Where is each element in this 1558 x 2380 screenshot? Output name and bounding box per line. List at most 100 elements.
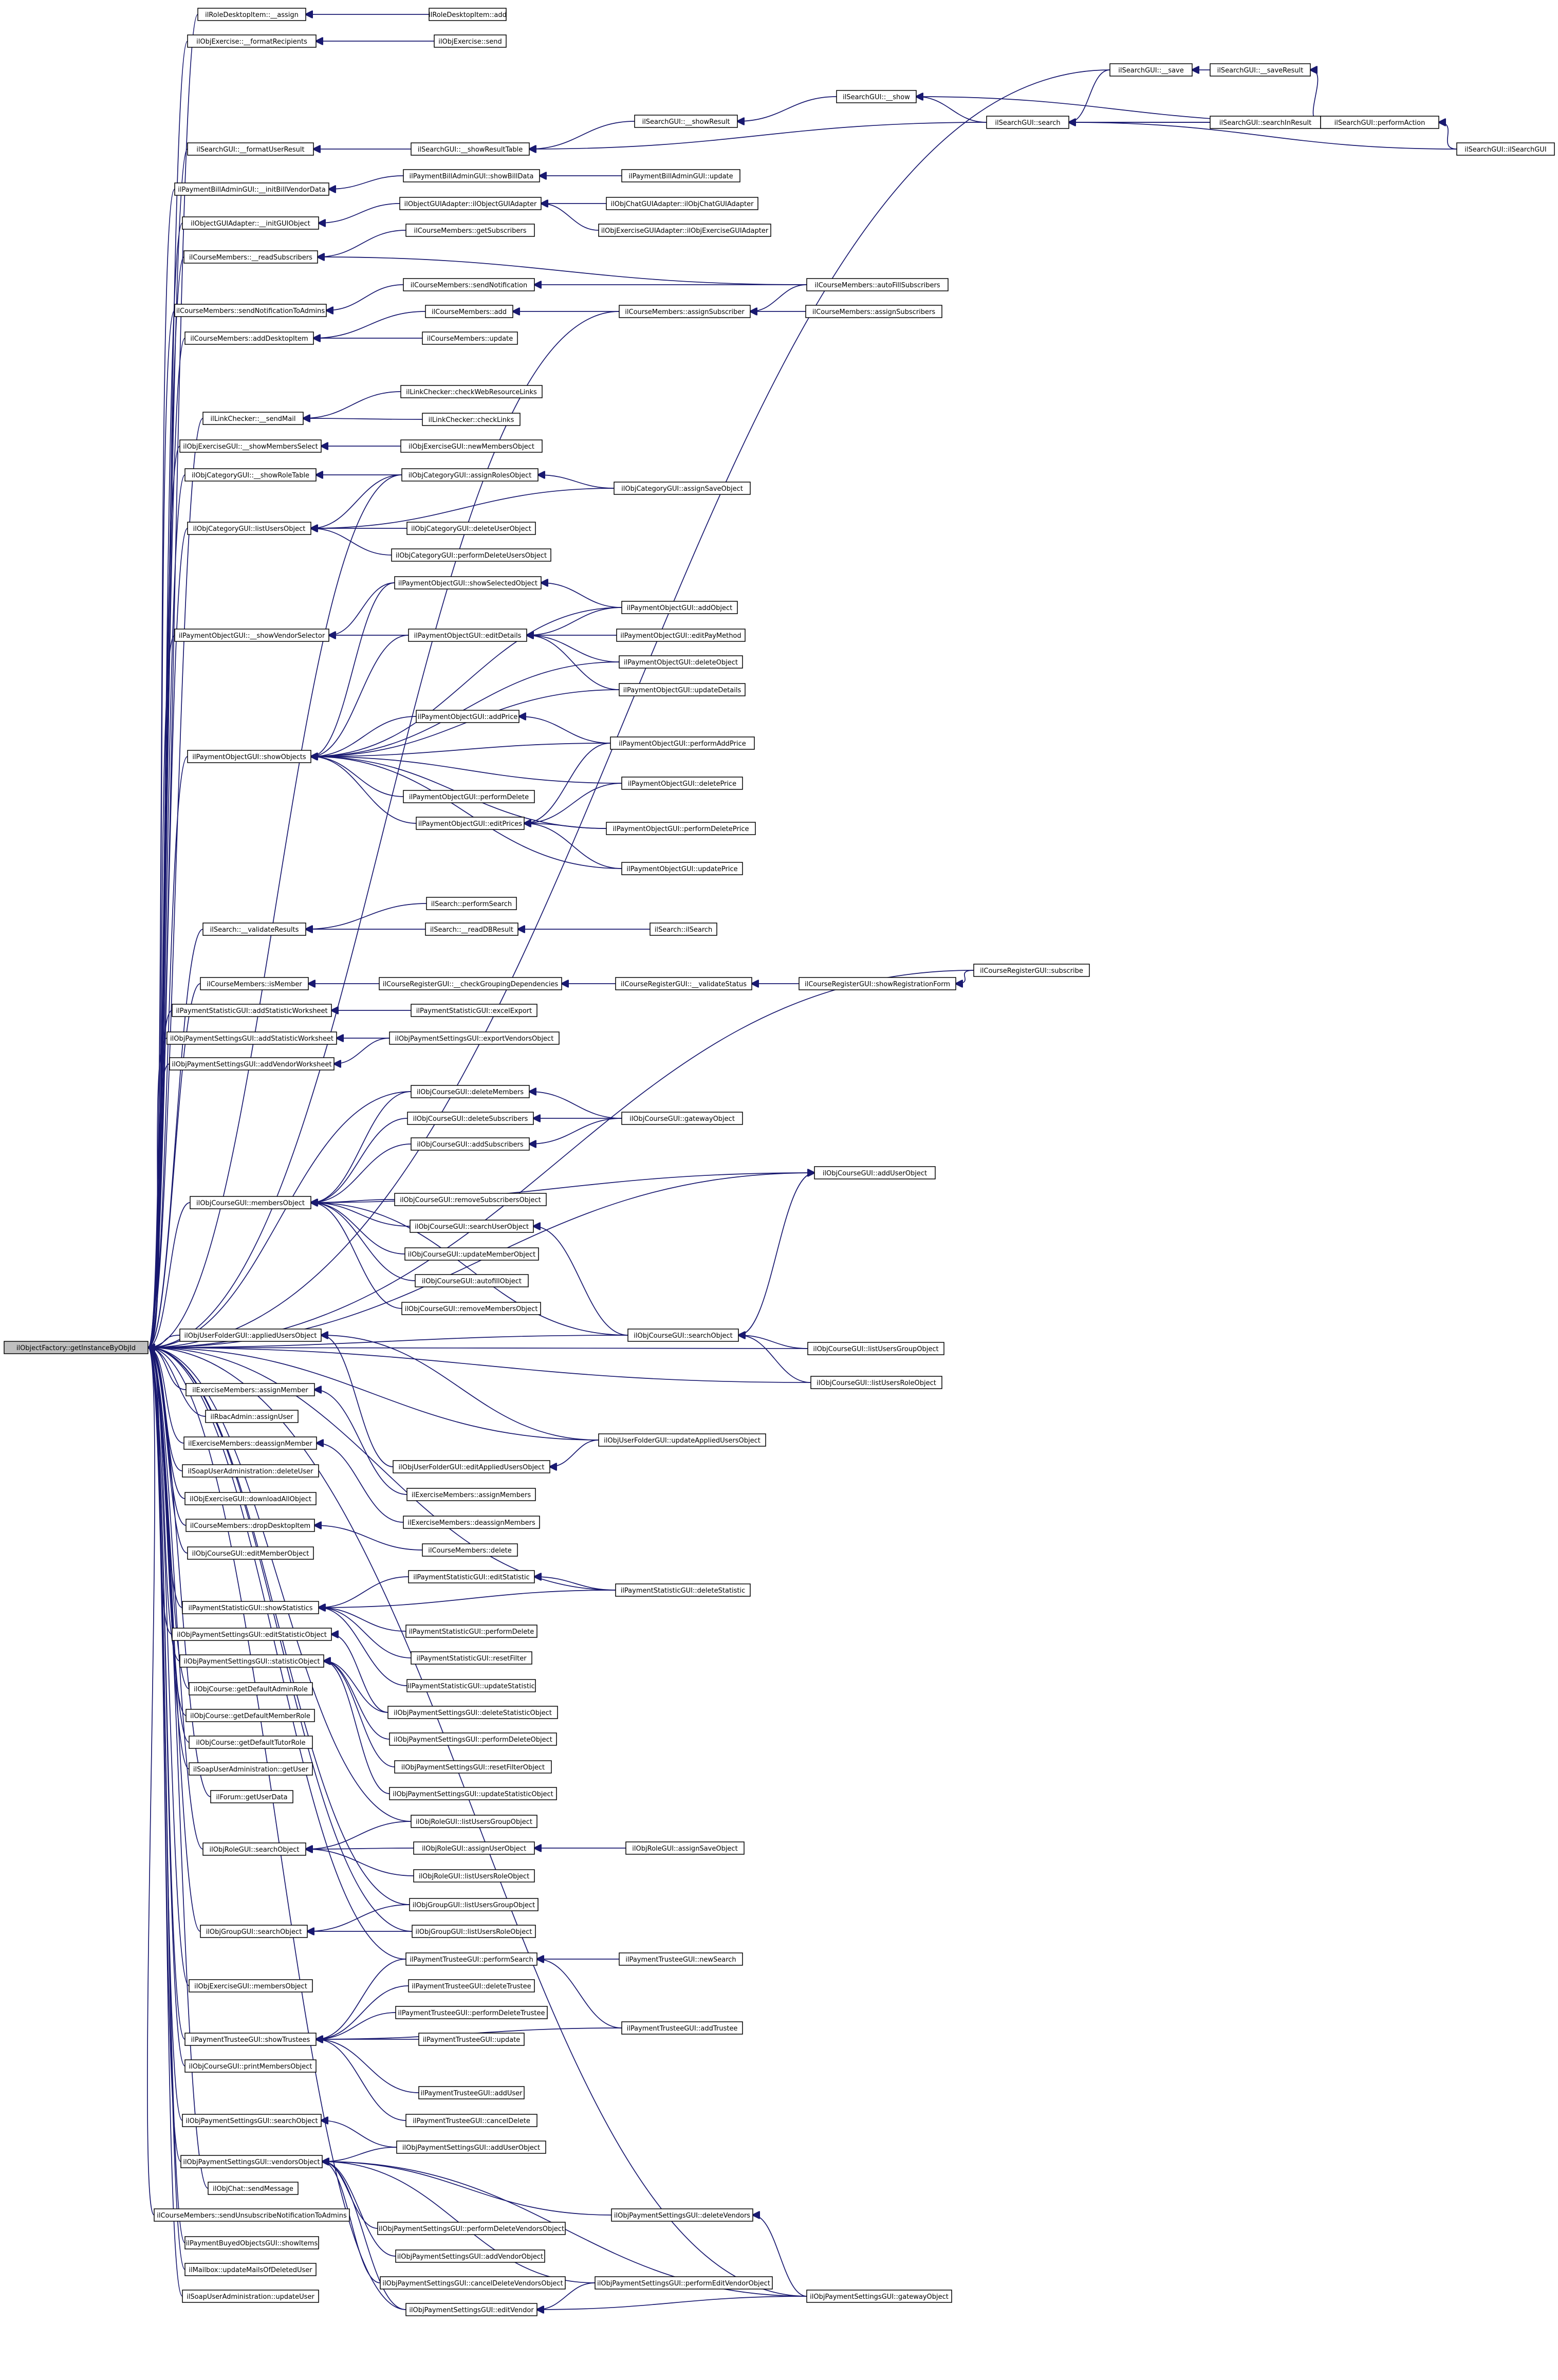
node-ilobjpaymentsettingsgui-performdeleteobject[interactable]: ilObjPaymentSettingsGUI::performDeleteOb… bbox=[389, 1732, 557, 1746]
node-ilsoapuseradministration-deleteuser[interactable]: ilSoapUserAdministration::deleteUser bbox=[182, 1464, 319, 1478]
node-ilpaymentbilladmingui-initbillvendordata[interactable]: ilPaymentBillAdminGUI::__initBillVendorD… bbox=[174, 182, 329, 196]
node-ilobjcoursegui-editmemberobject[interactable]: ilObjCourseGUI::editMemberObject bbox=[187, 1546, 314, 1560]
node-ilobjexercise-formatrecipients[interactable]: ilObjExercise::__formatRecipients bbox=[187, 34, 317, 48]
node-ilobjcoursegui-autofillobject[interactable]: ilObjCourseGUI::autofillObject bbox=[415, 1274, 529, 1287]
node-ilobjcourse-getdefaultmemberrole[interactable]: ilObjCourse::getDefaultMemberRole bbox=[186, 1709, 315, 1722]
node-ilroledesktopitem-add[interactable]: ilRoleDesktopItem::add bbox=[429, 8, 507, 21]
node-ilobjchat-sendmessage[interactable]: ilObjChat::sendMessage bbox=[208, 2182, 299, 2195]
node-ilpaymentobjectgui-addobject[interactable]: ilPaymentObjectGUI::addObject bbox=[621, 601, 738, 614]
node-ilobjpaymentsettingsgui-gatewayobject[interactable]: ilObjPaymentSettingsGUI::gatewayObject bbox=[806, 2290, 952, 2303]
node-ilobjpaymentsettingsgui-editvendor[interactable]: ilObjPaymentSettingsGUI::editVendor bbox=[405, 2303, 537, 2316]
node-ilcoursemembers-adddesktopitem[interactable]: ilCourseMembers::addDesktopItem bbox=[184, 331, 314, 345]
node-ilsearch-validateresults[interactable]: ilSearch::__validateResults bbox=[202, 923, 306, 936]
node-ilpaymentobjectgui-updateprice[interactable]: ilPaymentObjectGUI::updatePrice bbox=[621, 862, 743, 875]
node-ilobjcoursegui-membersobject[interactable]: ilObjCourseGUI::membersObject bbox=[190, 1196, 311, 1209]
node-ilobjrolegui-listusersgroupobject[interactable]: ilObjRoleGUI::listUsersGroupObject bbox=[411, 1815, 537, 1828]
node-ilobjcoursegui-listusersroleobject[interactable]: ilObjCourseGUI::listUsersRoleObject bbox=[810, 1376, 942, 1389]
node-ilobjectguiadapter-ilobjectguiadapter[interactable]: ilObjectGUIAdapter::ilObjectGUIAdapter bbox=[399, 197, 542, 210]
node-ilobjpaymentsettingsgui-addvendorworksheet[interactable]: ilObjPaymentSettingsGUI::addVendorWorksh… bbox=[169, 1057, 335, 1071]
node-ilobjpaymentsettingsgui-canceldeletevendorsobject[interactable]: ilObjPaymentSettingsGUI::cancelDeleteVen… bbox=[380, 2276, 566, 2290]
node-ilsearch-ilsearch[interactable]: ilSearch::ilSearch bbox=[650, 923, 717, 936]
node-ilobjexercisegui-downloadallobject[interactable]: ilObjExerciseGUI::downloadAllObject bbox=[184, 1492, 317, 1505]
node-ilcourseregistergui-showregistrationform[interactable]: ilCourseRegisterGUI::showRegistrationFor… bbox=[799, 977, 956, 990]
node-ilsearchgui-search[interactable]: ilSearchGUI::search bbox=[986, 116, 1069, 129]
node-ilobjpaymentsettingsgui-addvendorobject[interactable]: ilObjPaymentSettingsGUI::addVendorObject bbox=[395, 2249, 545, 2263]
node-ilsearchgui-showresult[interactable]: ilSearchGUI::__showResult bbox=[634, 115, 738, 128]
node-ilobjpaymentsettingsgui-editstatisticobject[interactable]: ilObjPaymentSettingsGUI::editStatisticOb… bbox=[172, 1628, 332, 1641]
node-ilpaymentstatisticgui-editstatistic[interactable]: ilPaymentStatisticGUI::editStatistic bbox=[408, 1570, 535, 1583]
node-ilobjcategorygui-deleteuserobject[interactable]: ilObjCategoryGUI::deleteUserObject bbox=[406, 522, 536, 535]
node-ilobjuserfoldergui-updateappliedusersobject[interactable]: ilObjUserFolderGUI::updateAppliedUsersOb… bbox=[598, 1433, 766, 1447]
node-ilexercisemembers-deassignmember[interactable]: ilExerciseMembers::deassignMember bbox=[183, 1436, 317, 1450]
node-ilobjpaymentsettingsgui-exportvendorsobject[interactable]: ilObjPaymentSettingsGUI::exportVendorsOb… bbox=[389, 1031, 560, 1045]
node-ilsearchgui-formatuserresult[interactable]: ilSearchGUI::__formatUserResult bbox=[187, 142, 314, 156]
node-ilpaymentstatisticgui-showstatistics[interactable]: ilPaymentStatisticGUI::showStatistics bbox=[182, 1601, 319, 1614]
node-ilobjcoursegui-searchuserobject[interactable]: ilObjCourseGUI::searchUserObject bbox=[410, 1220, 534, 1233]
node-ilpaymentobjectgui-editprices[interactable]: ilPaymentObjectGUI::editPrices bbox=[416, 817, 525, 830]
node-ilpaymentobjectgui-showselectedobject[interactable]: ilPaymentObjectGUI::showSelectedObject bbox=[394, 576, 542, 589]
node-ilexercisemembers-assignmember[interactable]: ilExerciseMembers::assignMember bbox=[186, 1383, 315, 1396]
root-node[interactable]: ilObjectFactory::getInstanceByObjId bbox=[4, 1341, 149, 1354]
node-ilpaymentobjectgui-updatedetails[interactable]: ilPaymentObjectGUI::updateDetails bbox=[619, 683, 746, 696]
node-ilobjcoursegui-searchobject[interactable]: ilObjCourseGUI::searchObject bbox=[627, 1329, 739, 1342]
node-ilrbacadmin-assignuser[interactable]: ilRbacAdmin::assignUser bbox=[205, 1410, 299, 1423]
node-ilpaymentstatisticgui-resetfilter[interactable]: ilPaymentStatisticGUI::resetFilter bbox=[411, 1651, 532, 1665]
node-ilcourseregistergui-validatestatus[interactable]: ilCourseRegisterGUI::__validateStatus bbox=[615, 977, 752, 990]
node-ilobjrolegui-assignsaveobject[interactable]: ilObjRoleGUI::assignSaveObject bbox=[625, 1841, 745, 1855]
node-ilpaymentobjectgui-editpaymethod[interactable]: ilPaymentObjectGUI::editPayMethod bbox=[616, 629, 746, 642]
node-ilcourseregistergui-checkgroupingdependencies[interactable]: ilCourseRegisterGUI::__checkGroupingDepe… bbox=[379, 977, 562, 990]
node-ilexercisemembers-assignmembers[interactable]: ilExerciseMembers::assignMembers bbox=[406, 1488, 536, 1501]
node-ilobjpaymentsettingsgui-vendorsobject[interactable]: ilObjPaymentSettingsGUI::vendorsObject bbox=[180, 2155, 323, 2168]
node-ilobjpaymentsettingsgui-resetfilterobject[interactable]: ilObjPaymentSettingsGUI::resetFilterObje… bbox=[394, 1760, 552, 1774]
node-ilobjcategorygui-assignrolesobject[interactable]: ilObjCategoryGUI::assignRolesObject bbox=[401, 468, 539, 482]
node-ilpaymentstatisticgui-addstatisticworksheet[interactable]: ilPaymentStatisticGUI::addStatisticWorks… bbox=[172, 1004, 332, 1017]
node-ilpaymentobjectgui-addprice[interactable]: ilPaymentObjectGUI::addPrice bbox=[416, 710, 520, 723]
node-ilobjcoursegui-gatewayobject[interactable]: ilObjCourseGUI::gatewayObject bbox=[621, 1112, 743, 1125]
node-illinkchecker-sendmail[interactable]: ilLinkChecker::__sendMail bbox=[202, 412, 304, 425]
node-ilobjcourse-getdefaultadminrole[interactable]: ilObjCourse::getDefaultAdminRole bbox=[189, 1682, 313, 1695]
node-ilpaymentbilladmingui-showbilldata[interactable]: ilPaymentBillAdminGUI::showBillData bbox=[403, 169, 540, 182]
node-ilforum-getuserdata[interactable]: ilForum::getUserData bbox=[210, 1790, 293, 1803]
node-ilpaymentobjectgui-performdelete[interactable]: ilPaymentObjectGUI::performDelete bbox=[403, 790, 535, 803]
node-ilobjcoursegui-adduserobject[interactable]: ilObjCourseGUI::addUserObject bbox=[814, 1166, 936, 1179]
node-ilobjuserfoldergui-appliedusersobject[interactable]: ilObjUserFolderGUI::appliedUsersObject bbox=[179, 1329, 322, 1342]
node-ilcoursemembers-autofillsubscribers[interactable]: ilCourseMembers::autoFillSubscribers bbox=[806, 278, 949, 291]
node-ilpaymenttrusteegui-adduser[interactable]: ilPaymentTrusteeGUI::addUser bbox=[418, 2086, 525, 2099]
node-ilsearchgui-ilsearchgui[interactable]: ilSearchGUI::ilSearchGUI bbox=[1456, 142, 1555, 156]
node-ilobjpaymentsettingsgui-adduserobject[interactable]: ilObjPaymentSettingsGUI::addUserObject bbox=[396, 2141, 546, 2154]
node-ilobjpaymentsettingsgui-deletestatisticobject[interactable]: ilObjPaymentSettingsGUI::deleteStatistic… bbox=[387, 1706, 558, 1719]
node-ilobjcategorygui-listusersobject[interactable]: ilObjCategoryGUI::listUsersObject bbox=[187, 522, 311, 535]
node-ilobjpaymentsettingsgui-addstatisticworksheet[interactable]: ilObjPaymentSettingsGUI::addStatisticWor… bbox=[166, 1031, 337, 1045]
node-ilpaymentstatisticgui-deletestatistic[interactable]: ilPaymentStatisticGUI::deleteStatistic bbox=[615, 1583, 751, 1597]
node-ilobjcoursegui-deletemembers[interactable]: ilObjCourseGUI::deleteMembers bbox=[411, 1085, 530, 1098]
node-ilobjcoursegui-addsubscribers[interactable]: ilObjCourseGUI::addSubscribers bbox=[411, 1137, 530, 1151]
node-ilobjrolegui-listusersroleobject[interactable]: ilObjRoleGUI::listUsersRoleObject bbox=[413, 1869, 535, 1883]
node-illinkchecker-checklinks[interactable]: ilLinkChecker::checkLinks bbox=[422, 413, 521, 426]
node-ilobjcoursegui-removemembersobject[interactable]: ilObjCourseGUI::removeMembersObject bbox=[401, 1302, 541, 1315]
node-ilobjgroupgui-searchobject[interactable]: ilObjGroupGUI::searchObject bbox=[200, 1925, 308, 1938]
node-ilexercisemembers-deassignmembers[interactable]: ilExerciseMembers::deassignMembers bbox=[403, 1516, 540, 1529]
node-ilpaymenttrusteegui-deletetrustee[interactable]: ilPaymentTrusteeGUI::deleteTrustee bbox=[408, 1979, 535, 1992]
node-ilobjcategorygui-performdeleteusersobject[interactable]: ilObjCategoryGUI::performDeleteUsersObje… bbox=[391, 548, 551, 562]
node-ilpaymenttrusteegui-performsearch[interactable]: ilPaymentTrusteeGUI::performSearch bbox=[405, 1952, 537, 1966]
node-ilcoursemembers-assignsubscribers[interactable]: ilCourseMembers::assignSubscribers bbox=[805, 305, 942, 318]
node-ilobjpaymentsettingsgui-searchobject[interactable]: ilObjPaymentSettingsGUI::searchObject bbox=[182, 2114, 322, 2127]
node-ilcourseregistergui-subscribe[interactable]: ilCourseRegisterGUI::subscribe bbox=[973, 964, 1090, 977]
node-ilsearchgui-save[interactable]: ilSearchGUI::__save bbox=[1109, 63, 1193, 77]
node-ilcoursemembers-sendnotificationtoadmins[interactable]: ilCourseMembers::sendNotificationToAdmin… bbox=[174, 304, 327, 317]
node-ilpaymentobjectgui-showobjects[interactable]: ilPaymentObjectGUI::showObjects bbox=[187, 750, 311, 763]
node-ilcoursemembers-assignsubscriber[interactable]: ilCourseMembers::assignSubscriber bbox=[619, 305, 751, 318]
node-ilcoursemembers-ismember[interactable]: ilCourseMembers::isMember bbox=[200, 977, 309, 990]
node-ilpaymentbuyedobjectsgui-showitems[interactable]: ilPaymentBuyedObjectsGUI::showItems bbox=[184, 2236, 319, 2249]
node-ilcoursemembers-getsubscribers[interactable]: ilCourseMembers::getSubscribers bbox=[405, 224, 535, 237]
node-ilobjcoursegui-listusersgroupobject[interactable]: ilObjCourseGUI::listUsersGroupObject bbox=[807, 1342, 944, 1355]
node-ilpaymenttrusteegui-update[interactable]: ilPaymentTrusteeGUI::update bbox=[418, 2033, 525, 2046]
node-ilobjchatguiadapter-ilobjchatguiadapter[interactable]: ilObjChatGUIAdapter::ilObjChatGUIAdapter bbox=[606, 197, 758, 210]
node-ilobjexercisegui-newmembersobject[interactable]: ilObjExerciseGUI::newMembersObject bbox=[400, 439, 543, 453]
node-ilobjcategorygui-showroletable[interactable]: ilObjCategoryGUI::__showRoleTable bbox=[184, 468, 317, 482]
node-ilmailbox-updatemailsofdeleteduser[interactable]: ilMailbox::updateMailsOfDeletedUser bbox=[184, 2263, 317, 2276]
node-ilpaymenttrusteegui-addtrustee[interactable]: ilPaymentTrusteeGUI::addTrustee bbox=[621, 2021, 743, 2035]
node-ilobjcoursegui-printmembersobject[interactable]: ilObjCourseGUI::printMembersObject bbox=[184, 2059, 317, 2073]
node-ilobjexercisegui-membersobject[interactable]: ilObjExerciseGUI::membersObject bbox=[189, 1979, 313, 1992]
node-ilobjectguiadapter-initguiobject[interactable]: ilObjectGUIAdapter::__initGUIObject bbox=[182, 216, 319, 230]
